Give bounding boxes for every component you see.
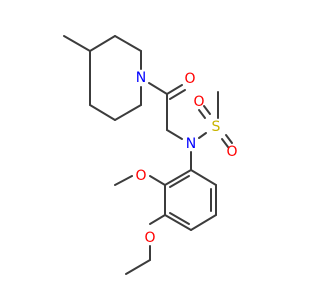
atom-o-methoxy-3: O <box>135 168 146 184</box>
bond-s-o-bottom-b <box>221 138 229 148</box>
bond-o3-ch3 <box>114 175 133 186</box>
atom-s-sulfonyl: S <box>212 119 221 135</box>
atom-o-sulfonyl-bottom: O <box>226 144 237 160</box>
bond-s-o-top-a <box>198 109 206 119</box>
bond-o4-ch3 <box>125 259 151 275</box>
bond-c6-c5 <box>114 104 142 121</box>
molecule-diagram: N O N S O O O O <box>63 35 238 275</box>
bond-methyl-c4 <box>63 35 91 52</box>
atom-o-sulfonyl-top: O <box>193 94 204 110</box>
bond-ar-1 <box>190 169 217 186</box>
atom-n-sulfonamide: N <box>186 136 196 152</box>
bond-s-o-bottom-a <box>225 134 233 144</box>
structure-svg: N O N S O O O O <box>63 35 238 275</box>
bond-ar-6-inner <box>169 175 190 188</box>
bond-n-carbonyl <box>148 82 168 95</box>
bond-ar-6 <box>164 169 192 186</box>
bond-c4-c3 <box>89 35 116 52</box>
bond-ar-4-inner <box>169 212 190 225</box>
bond-n-s <box>198 132 207 139</box>
bond-carbonyl-o-a <box>166 84 183 95</box>
atom-o-carbonyl: O <box>184 71 195 87</box>
bond-c5-c4b <box>89 104 116 121</box>
bond-ar-3 <box>190 214 217 231</box>
bond-ar-o4 <box>149 214 166 225</box>
atom-n-piperidine: N <box>136 70 146 86</box>
bond-ar-o3 <box>149 175 166 186</box>
bond-c3-c2 <box>114 35 142 52</box>
bond-s-o-top-b <box>203 105 211 115</box>
bond-ar-4 <box>164 214 192 231</box>
bond-carbonyl-o-b <box>169 89 186 100</box>
bond-ch2-n <box>166 129 183 140</box>
atom-o-methoxy-4: O <box>144 230 155 246</box>
